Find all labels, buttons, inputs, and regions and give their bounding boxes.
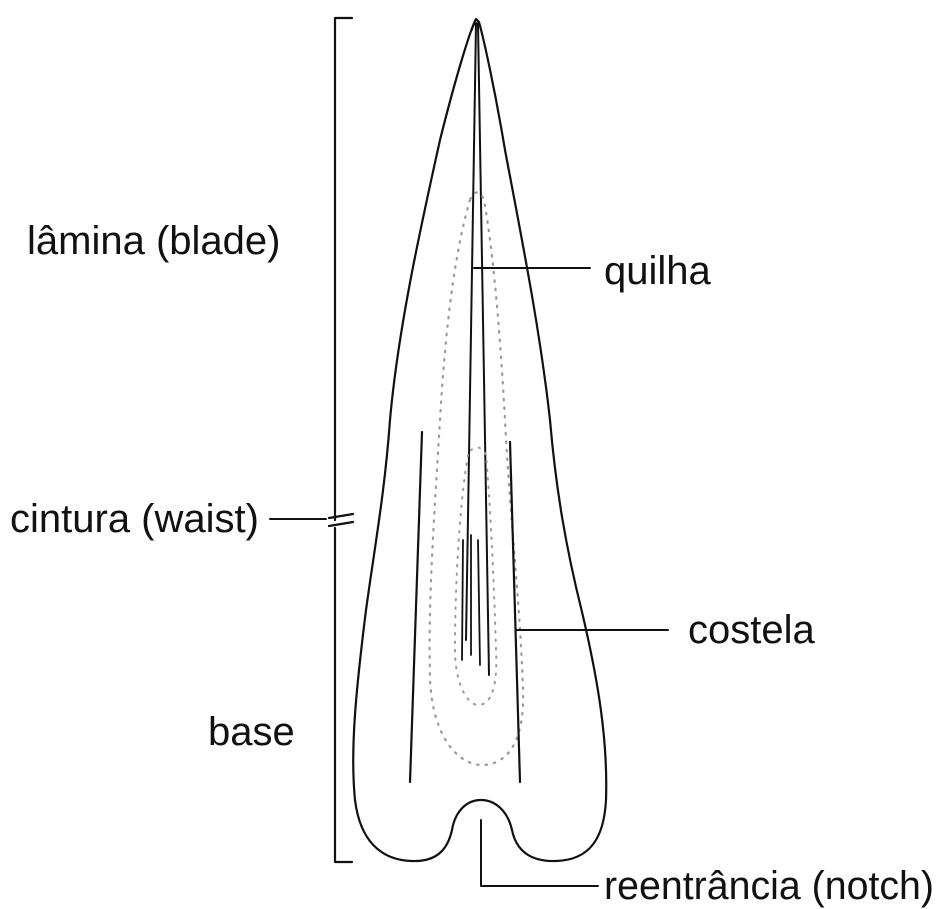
blade-label: lâmina (blade): [27, 219, 280, 263]
waist-tick-lower: [329, 522, 353, 526]
keel-label: quilha: [604, 249, 712, 293]
keel-line-right: [478, 24, 489, 675]
rib-label: costela: [688, 608, 815, 652]
notch-leader: [481, 820, 598, 886]
keel-strand-1: [462, 540, 463, 660]
keel-strand-3: [478, 540, 480, 665]
dotted-outline-outer: [430, 193, 524, 766]
waist-tick-upper: [329, 514, 353, 518]
notch-label: reentrância (notch): [604, 864, 934, 908]
region-bracket: [335, 18, 352, 862]
rib-left: [410, 432, 422, 782]
dotted-outline-inner: [455, 448, 496, 706]
base-label: base: [208, 710, 295, 754]
waist-label: cintura (waist): [10, 497, 259, 541]
